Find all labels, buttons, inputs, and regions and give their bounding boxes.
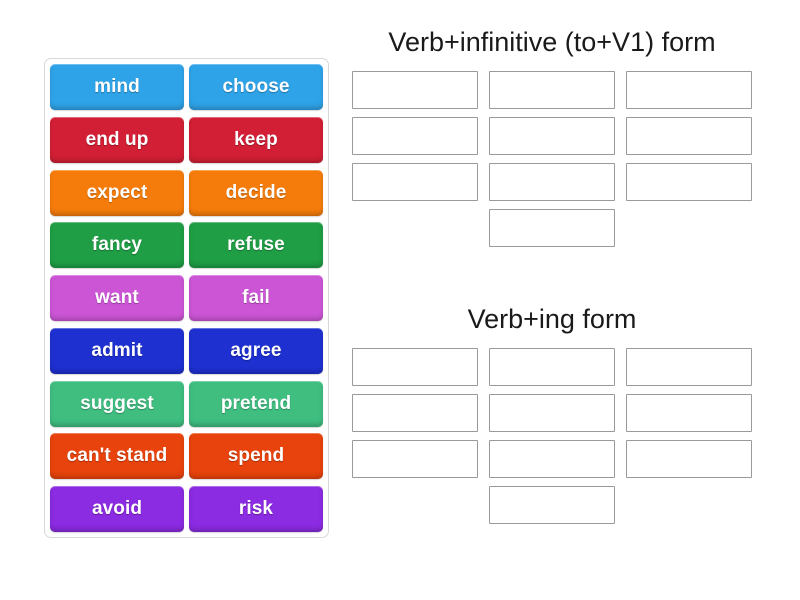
- drop-slot[interactable]: [626, 439, 752, 478]
- drop-slot[interactable]: [352, 116, 478, 155]
- word-tile[interactable]: end up: [50, 116, 184, 163]
- category-verb-ing: Verb+ing form: [352, 304, 752, 524]
- drop-slot[interactable]: [626, 116, 752, 155]
- drop-slot[interactable]: [352, 162, 478, 201]
- drop-slot[interactable]: [626, 393, 752, 432]
- word-tile[interactable]: risk: [189, 486, 323, 532]
- drop-slot[interactable]: [352, 439, 478, 478]
- word-tile[interactable]: agree: [189, 327, 323, 374]
- word-tile[interactable]: fail: [189, 275, 323, 321]
- category-title-infinitive: Verb+infinitive (to+V1) form: [388, 27, 716, 57]
- drop-slot-grid-infinitive: [352, 70, 752, 247]
- word-tile[interactable]: spend: [189, 433, 323, 480]
- drop-slot[interactable]: [352, 347, 478, 386]
- word-tile[interactable]: admit: [50, 327, 184, 374]
- drop-slot[interactable]: [489, 439, 615, 478]
- word-tile[interactable]: keep: [189, 116, 323, 163]
- drop-slot[interactable]: [489, 393, 615, 432]
- drop-slot[interactable]: [489, 485, 615, 524]
- word-tile[interactable]: choose: [189, 64, 323, 110]
- category-verb-infinitive: Verb+infinitive (to+V1) form: [352, 27, 752, 247]
- drop-slot[interactable]: [626, 70, 752, 109]
- drop-slot[interactable]: [489, 70, 615, 109]
- drop-slot[interactable]: [352, 70, 478, 109]
- word-tile[interactable]: fancy: [50, 222, 184, 269]
- drop-slot[interactable]: [626, 162, 752, 201]
- category-title-ing: Verb+ing form: [467, 304, 637, 334]
- word-tile[interactable]: refuse: [189, 222, 323, 269]
- drop-slot[interactable]: [489, 347, 615, 386]
- drop-slot[interactable]: [626, 347, 752, 386]
- word-tile[interactable]: want: [50, 275, 184, 321]
- word-tile[interactable]: mind: [50, 64, 184, 110]
- word-tile[interactable]: decide: [189, 169, 323, 216]
- drop-slot[interactable]: [489, 162, 615, 201]
- drop-slot[interactable]: [489, 116, 615, 155]
- word-tile[interactable]: expect: [50, 169, 184, 216]
- word-tile[interactable]: can't stand: [50, 433, 184, 480]
- word-tile[interactable]: suggest: [50, 380, 184, 427]
- drop-slot[interactable]: [352, 393, 478, 432]
- drop-slot-grid-ing: [352, 347, 752, 524]
- word-tile[interactable]: avoid: [50, 486, 184, 532]
- word-tile[interactable]: pretend: [189, 380, 323, 427]
- drop-slot[interactable]: [489, 208, 615, 247]
